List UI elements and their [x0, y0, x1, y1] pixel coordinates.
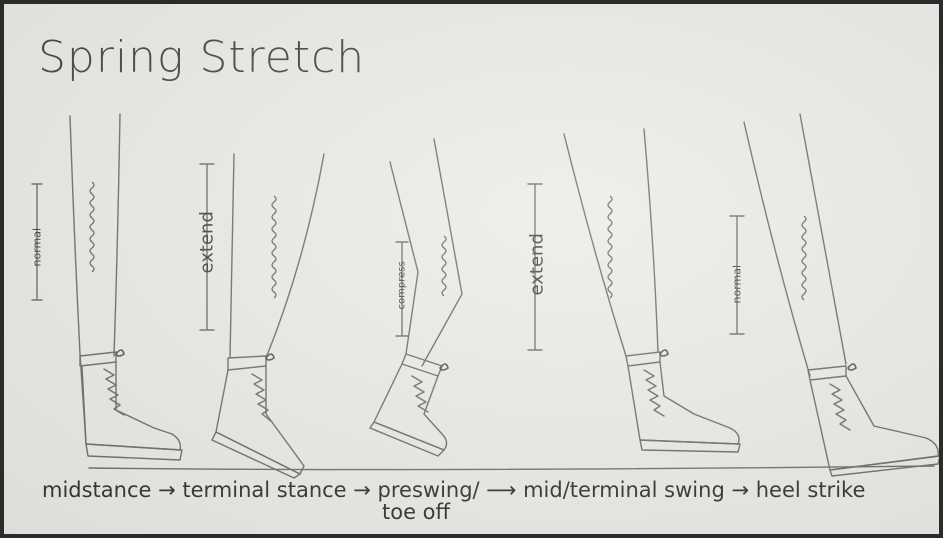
gait-sequence-line-1: midstance → terminal stance → preswing/ … — [42, 478, 866, 502]
label-figure-2: extend — [196, 211, 218, 274]
sketch-drawing — [31, 113, 939, 479]
gait-sequence-line-2: toe off — [382, 500, 450, 524]
bracket-5 — [729, 215, 745, 335]
bracket-1 — [31, 183, 43, 301]
diagram-title: Spring Stretch — [38, 32, 366, 83]
label-figure-3: compress — [396, 261, 408, 310]
bracket-3 — [395, 241, 409, 337]
figure-mid-swing-leg — [563, 128, 741, 453]
bracket-4 — [527, 183, 543, 351]
paper-sheet: Spring Stretch — [4, 4, 939, 534]
label-figure-4: extend — [526, 233, 548, 296]
figure-heel-strike-leg — [743, 113, 939, 477]
figure-midstance-leg — [69, 113, 183, 461]
figure-terminal-stance-leg — [211, 153, 325, 479]
label-figure-5: normal — [730, 264, 744, 304]
bracket-2 — [199, 163, 215, 331]
figure-preswing-leg — [369, 138, 463, 457]
ground-line — [88, 465, 935, 471]
label-figure-1: normal — [30, 227, 44, 267]
